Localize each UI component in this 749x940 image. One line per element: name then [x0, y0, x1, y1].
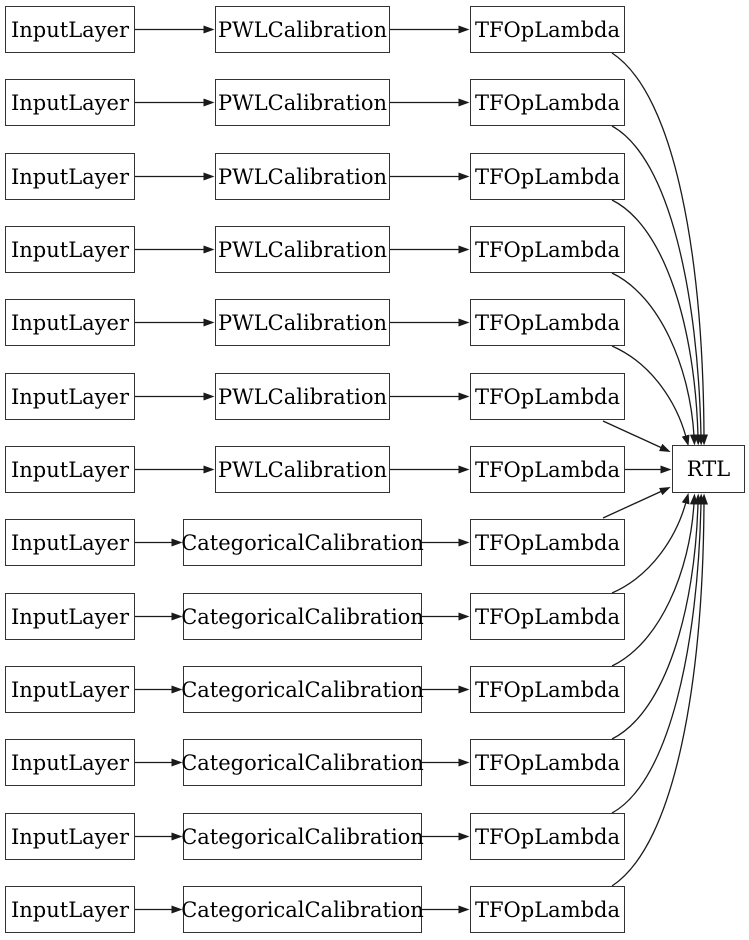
edge-op-9-to-rtl — [611, 492, 690, 594]
node-inputlayer-5: InputLayer — [5, 299, 135, 346]
node-tfoplambda-1: TFOpLambda — [470, 6, 625, 53]
node-pwlcalibration-4: PWLCalibration — [215, 226, 390, 273]
edge-op-6-to-rtl — [602, 420, 671, 452]
node-inputlayer-1: InputLayer — [5, 6, 135, 53]
edge-op-13-to-rtl — [611, 493, 708, 887]
node-rtl: RTL — [672, 445, 745, 493]
node-tfoplambda-4: TFOpLambda — [470, 226, 625, 273]
node-tfoplambda-12: TFOpLambda — [470, 813, 625, 860]
node-inputlayer-2: InputLayer — [5, 79, 135, 126]
node-tfoplambda-9: TFOpLambda — [470, 593, 625, 640]
node-categoricalcalibration-10: CategoricalCalibration — [181, 666, 424, 713]
node-categoricalcalibration-12: CategoricalCalibration — [181, 813, 424, 860]
node-tfoplambda-2: TFOpLambda — [470, 79, 625, 126]
node-pwlcalibration-6: PWLCalibration — [215, 373, 390, 420]
edge-op-8-to-rtl — [602, 487, 671, 519]
node-inputlayer-9: InputLayer — [5, 593, 135, 640]
node-pwlcalibration-7: PWLCalibration — [215, 446, 390, 493]
node-categoricalcalibration-8: CategoricalCalibration — [181, 519, 424, 566]
node-tfoplambda-13: TFOpLambda — [470, 886, 625, 933]
edge-op-1-to-rtl — [611, 52, 708, 446]
node-tfoplambda-8: TFOpLambda — [470, 519, 625, 566]
node-inputlayer-11: InputLayer — [5, 739, 135, 786]
node-tfoplambda-7: TFOpLambda — [470, 446, 625, 493]
node-inputlayer-7: InputLayer — [5, 446, 135, 493]
node-pwlcalibration-3: PWLCalibration — [215, 153, 390, 200]
node-pwlcalibration-5: PWLCalibration — [215, 299, 390, 346]
node-tfoplambda-5: TFOpLambda — [470, 299, 625, 346]
node-pwlcalibration-2: PWLCalibration — [215, 79, 390, 126]
node-inputlayer-13: InputLayer — [5, 886, 135, 933]
node-inputlayer-6: InputLayer — [5, 373, 135, 420]
edge-op-12-to-rtl — [611, 493, 705, 814]
node-pwlcalibration-1: PWLCalibration — [215, 6, 390, 53]
edge-op-10-to-rtl — [611, 493, 698, 667]
node-categoricalcalibration-9: CategoricalCalibration — [181, 593, 424, 640]
edge-op-3-to-rtl — [611, 199, 702, 446]
node-inputlayer-12: InputLayer — [5, 813, 135, 860]
node-tfoplambda-6: TFOpLambda — [470, 373, 625, 420]
edge-op-11-to-rtl — [611, 493, 702, 740]
node-tfoplambda-3: TFOpLambda — [470, 153, 625, 200]
node-inputlayer-8: InputLayer — [5, 519, 135, 566]
edge-op-5-to-rtl — [611, 345, 690, 447]
edge-op-2-to-rtl — [611, 125, 705, 446]
node-inputlayer-4: InputLayer — [5, 226, 135, 273]
node-inputlayer-10: InputLayer — [5, 666, 135, 713]
edge-op-4-to-rtl — [611, 272, 698, 446]
node-categoricalcalibration-11: CategoricalCalibration — [181, 739, 424, 786]
node-tfoplambda-11: TFOpLambda — [470, 739, 625, 786]
node-categoricalcalibration-13: CategoricalCalibration — [181, 886, 424, 933]
node-inputlayer-3: InputLayer — [5, 153, 135, 200]
node-tfoplambda-10: TFOpLambda — [470, 666, 625, 713]
